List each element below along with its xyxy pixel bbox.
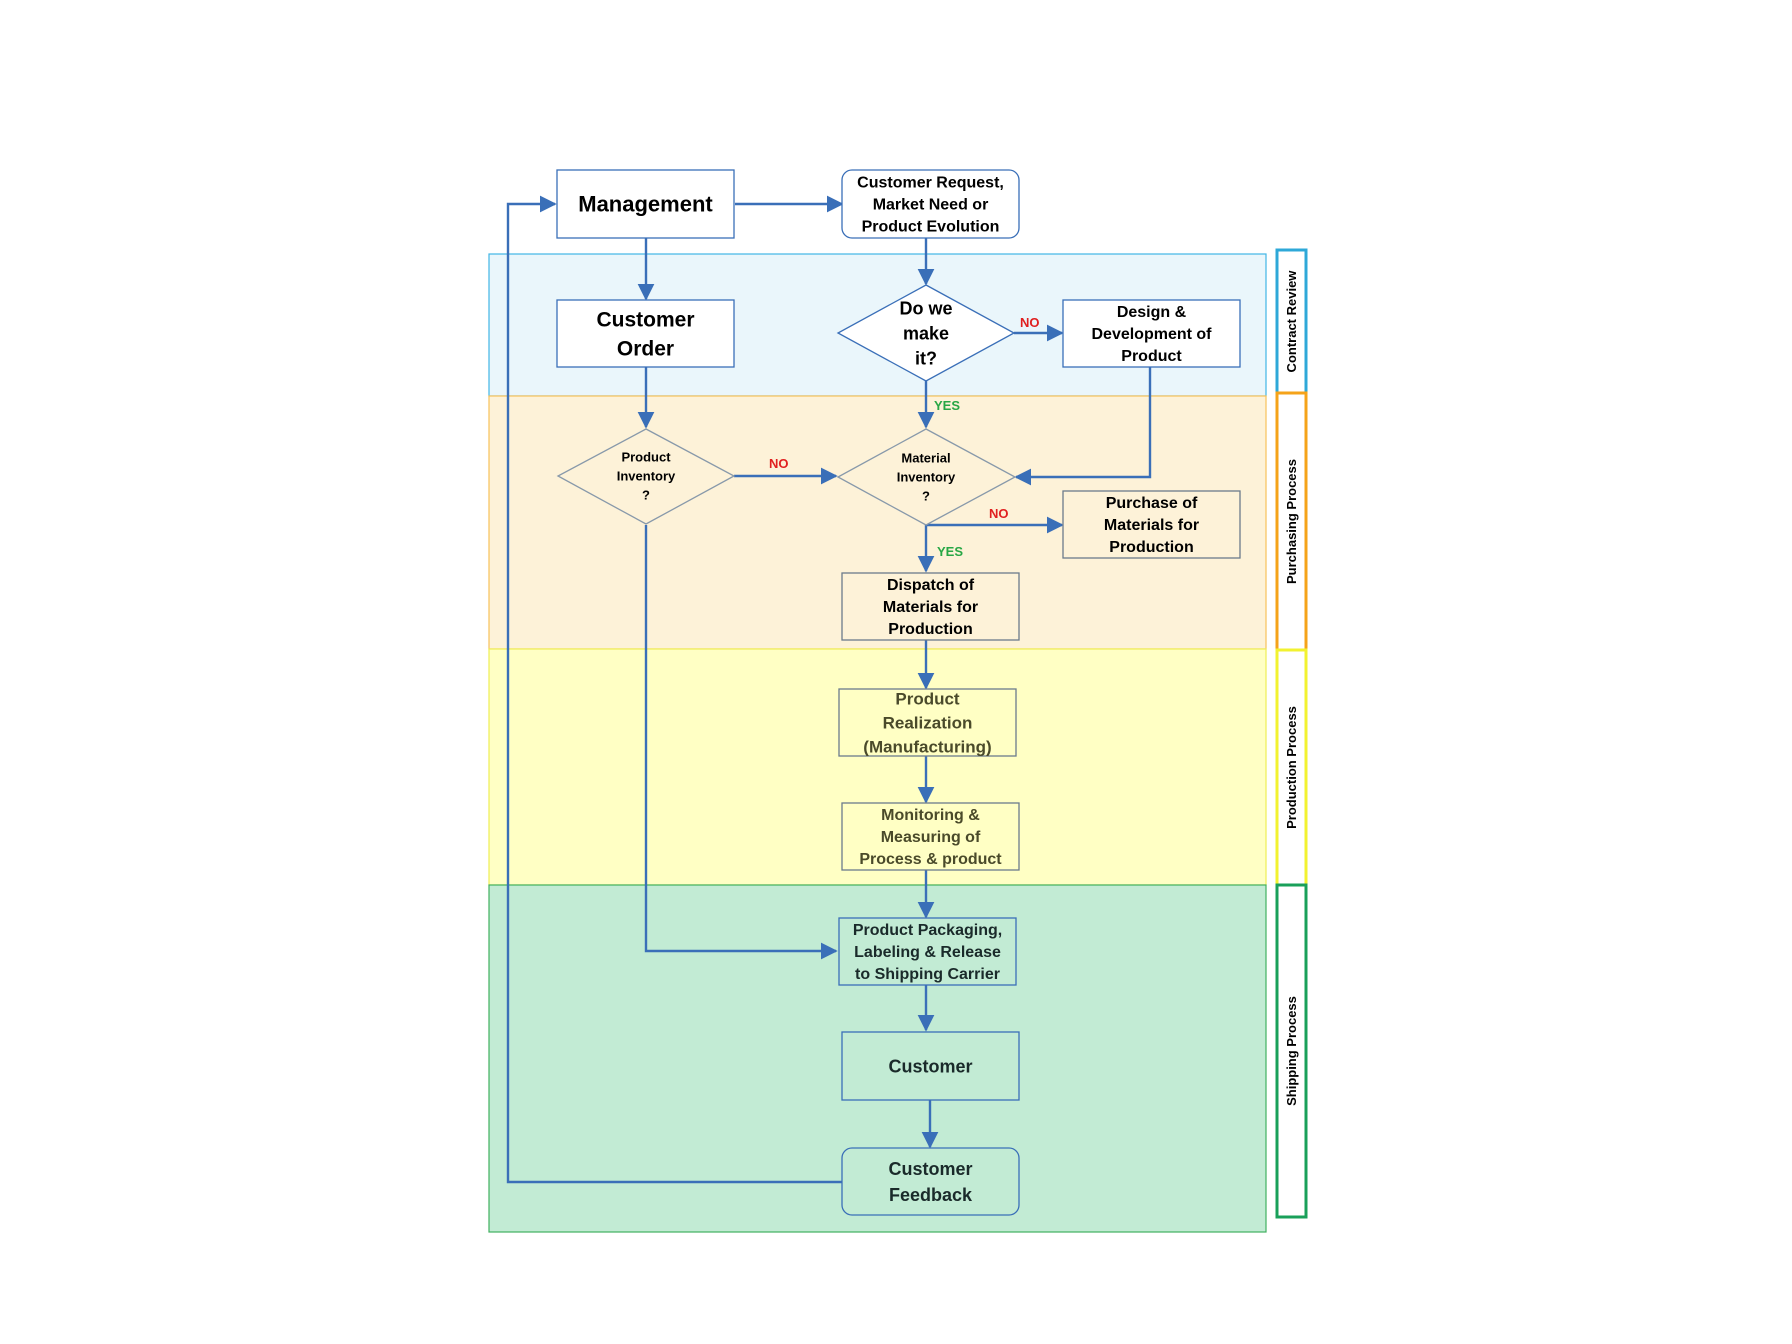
- node-do-we-make-it: [836, 284, 1016, 382]
- label-line: Design &: [1117, 304, 1187, 321]
- label-line: Product: [1121, 348, 1182, 365]
- label-customer-request: Customer Request, Market Need or Product E…: [857, 175, 1004, 236]
- edge-product-inventory-yes-to-packaging: [644, 525, 838, 960]
- node-packaging-release: [838, 917, 1017, 986]
- label-line: Production: [1109, 539, 1193, 556]
- label-line: Product: [895, 689, 960, 708]
- label-line: Market Need or: [873, 197, 989, 214]
- label-material-inventory-yes: YES: [937, 544, 963, 559]
- node-material-inventory: [836, 428, 1017, 526]
- label-line: (Manufacturing): [863, 737, 991, 756]
- lane-label-shipping: Shipping Process: [1284, 996, 1299, 1106]
- label-line: it?: [915, 348, 937, 368]
- lane-production: [488, 648, 1267, 886]
- label-line: Process & product: [859, 851, 1002, 868]
- label-monitoring-measuring: Monitoring & Measuring of Process & produc…: [859, 807, 1002, 868]
- label-line: Customer Request,: [857, 175, 1004, 192]
- node-management: [556, 169, 735, 239]
- edge-design-to-material: [1014, 367, 1152, 486]
- node-dispatch-materials: [841, 572, 1020, 641]
- label-line: make: [903, 323, 949, 343]
- label-line: Inventory: [897, 470, 956, 485]
- label-line: to Shipping Carrier: [855, 966, 1000, 983]
- label-customer: Customer: [888, 1056, 972, 1076]
- label-material-inventory-no: NO: [989, 506, 1009, 521]
- label-product-inventory-no: NO: [769, 456, 789, 471]
- node-customer-order: [556, 299, 735, 368]
- label-line: Product Evolution: [862, 219, 1000, 236]
- label-line: Material: [901, 451, 950, 466]
- label-line: Development of: [1091, 326, 1212, 343]
- label-line: Realization: [883, 713, 973, 732]
- lane-label-purchasing: Purchasing Process: [1284, 459, 1299, 584]
- label-line: Customer: [596, 308, 694, 331]
- label-line: Product: [621, 450, 671, 465]
- tab-purchasing: [1275, 391, 1308, 652]
- label-make-yes: YES: [934, 398, 960, 413]
- label-line: ?: [922, 489, 930, 504]
- label-design-development: Design & Development of Product: [1091, 304, 1212, 365]
- node-purchase-materials: [1062, 490, 1241, 559]
- edge-feedback-to-management: [506, 195, 842, 1184]
- label-line: Measuring of: [881, 829, 981, 846]
- node-design-development: [1062, 299, 1241, 368]
- label-make-no: NO: [1020, 315, 1040, 330]
- node-product-inventory: [556, 428, 736, 525]
- label-line: Do we: [899, 298, 952, 318]
- node-customer: [841, 1031, 1020, 1101]
- label-do-we-make-it: Do we make it?: [899, 298, 952, 368]
- label-management: Management: [578, 192, 713, 217]
- label-line: Product Packaging,: [853, 922, 1002, 939]
- label-line: Dispatch of: [887, 577, 975, 594]
- label-line: Monitoring &: [881, 807, 980, 824]
- label-packaging-release: Product Packaging, Labeling & Release to S…: [853, 922, 1002, 983]
- node-product-realization: [838, 688, 1017, 757]
- lane-label-contract-review: Contract Review: [1284, 270, 1299, 373]
- tab-shipping: [1275, 883, 1308, 1219]
- node-monitoring-measuring: [841, 802, 1020, 871]
- label-line: Inventory: [617, 469, 676, 484]
- node-customer-request: [841, 169, 1020, 239]
- label-line: Customer: [888, 1056, 972, 1076]
- label-line: Feedback: [889, 1185, 973, 1205]
- label-line: Labeling & Release: [854, 944, 1001, 961]
- lane-label-production: Production Process: [1284, 706, 1299, 829]
- label-line: Customer: [888, 1159, 972, 1179]
- node-customer-feedback: [841, 1147, 1020, 1216]
- label-line: Production: [888, 621, 972, 638]
- label-line: Purchase of: [1106, 495, 1198, 512]
- label-line: Materials for: [883, 599, 978, 616]
- label-line: Materials for: [1104, 517, 1199, 534]
- label-line: ?: [642, 488, 650, 503]
- label-line: Order: [617, 337, 674, 360]
- label-line: Management: [578, 192, 713, 217]
